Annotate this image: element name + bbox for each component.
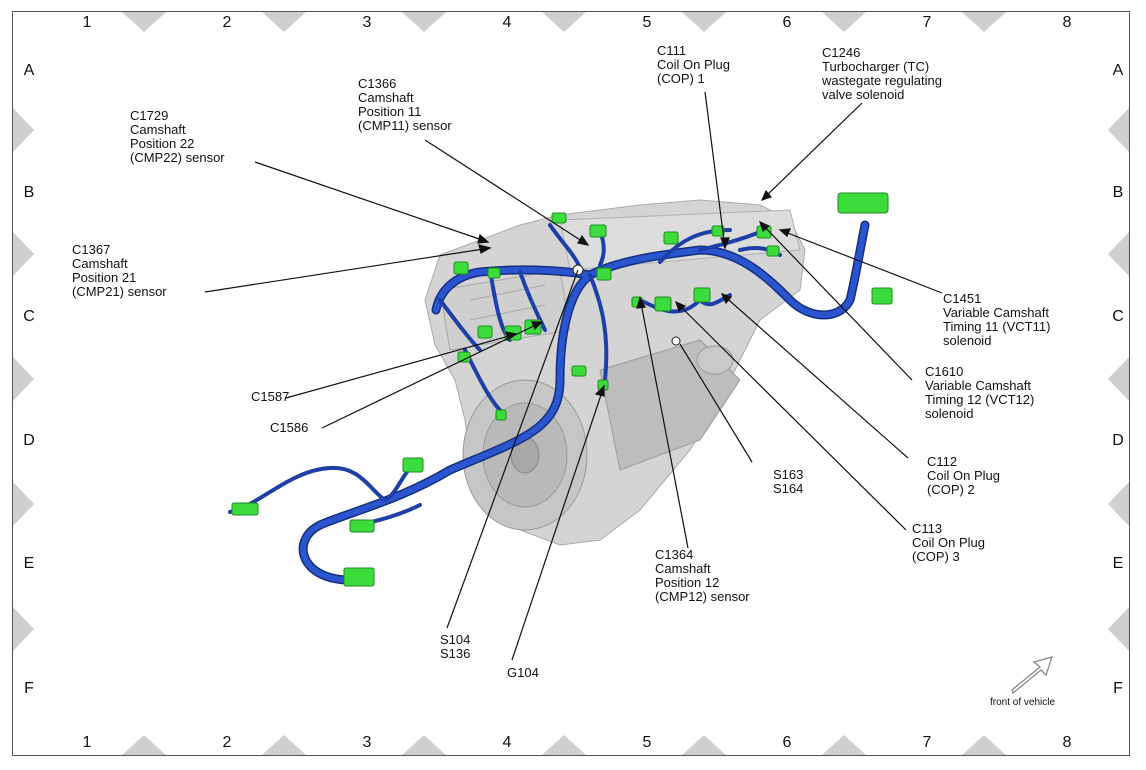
col-number: 6: [782, 734, 792, 751]
engine-block: [424, 199, 806, 546]
callout-c1451: C1451 Variable Camshaft Timing 11 (VCT11…: [943, 291, 1051, 348]
callout-c1366: C1366 Camshaft Position 11 (CMP11) senso…: [358, 76, 452, 133]
callout-c1586: C1586: [270, 420, 309, 435]
front-arrow-icon: [1011, 656, 1054, 695]
col-number: 2: [222, 734, 232, 751]
callout-s104-s136: S104 S136: [440, 632, 471, 661]
row-letter: D: [23, 432, 35, 449]
row-letter: E: [23, 555, 35, 572]
callout-c112: C112 Coil On Plug (COP) 2: [927, 454, 1000, 497]
col-number: 3: [362, 734, 372, 751]
callout-c111: C111 Coil On Plug (COP) 1: [657, 43, 730, 86]
callout-c1610: C1610 Variable Camshaft Timing 12 (VCT12…: [925, 364, 1035, 421]
connectors: [231, 192, 893, 587]
col-number: 7: [922, 734, 932, 751]
callout-c1367: C1367 Camshaft Position 21 (CMP21) senso…: [72, 242, 167, 299]
callout-g104: G104: [507, 665, 539, 680]
leader-lines: [204, 91, 943, 661]
row-letter: A: [23, 62, 35, 79]
callout-c113: C113 Coil On Plug (COP) 3: [912, 521, 985, 564]
callout-c1729: C1729 Camshaft Position 22 (CMP22) senso…: [130, 108, 225, 165]
callout-s163-s164: S163 S164: [773, 467, 804, 496]
col-number: 1: [82, 14, 92, 31]
col-number: 5: [642, 14, 652, 31]
diagram-frame: [12, 11, 1130, 756]
callout-c1587: C1587: [251, 389, 290, 404]
col-number: 1: [82, 734, 92, 751]
col-number: 6: [782, 14, 792, 31]
row-letter: E: [1112, 555, 1124, 572]
row-letter: F: [24, 680, 34, 697]
row-letter: D: [1112, 432, 1124, 449]
splice-s163: [671, 336, 681, 346]
row-letter: B: [1112, 184, 1124, 201]
col-number: 4: [502, 734, 512, 751]
grid-markers: [13, 12, 1129, 755]
col-number: 8: [1062, 14, 1072, 31]
col-number: 4: [502, 14, 512, 31]
front-of-vehicle-label: front of vehicle: [990, 697, 1056, 708]
row-letter: F: [1113, 680, 1123, 697]
row-letter: C: [1112, 308, 1124, 325]
row-letter: B: [23, 184, 35, 201]
row-letter: C: [23, 308, 35, 325]
col-number: 2: [222, 14, 232, 31]
col-number: 3: [362, 14, 372, 31]
callout-c1246: C1246 Turbocharger (TC) wastegate regula…: [822, 45, 942, 102]
row-letter: A: [1112, 62, 1124, 79]
col-number: 5: [642, 734, 652, 751]
col-number: 7: [922, 14, 932, 31]
col-number: 8: [1062, 734, 1072, 751]
callout-c1364: C1364 Camshaft Position 12 (CMP12) senso…: [655, 547, 750, 604]
